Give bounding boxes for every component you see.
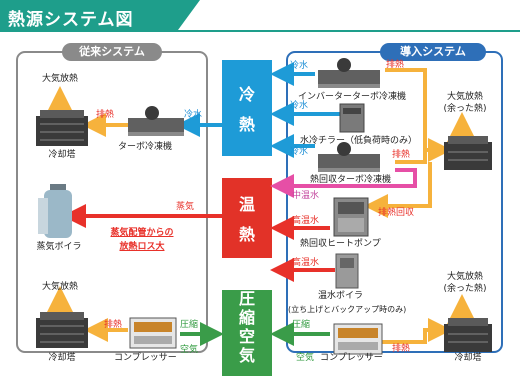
inverter-turbo-label: インバーターターボ冷凍機 [298,92,407,102]
right-compressed-label: 圧縮 [292,320,311,330]
heat-recovery-turbo-icon [318,142,380,172]
right-surplus-1: (余った熱) [443,104,487,114]
cooling-tower-icon [36,312,88,348]
right-air-label: 空気 [296,353,315,363]
left-cooling-tower-1-label: 冷却塔 [48,150,76,160]
water-chiller-label: 水冷チラー（低負荷時のみ） [300,136,418,146]
inverter-turbo-chiller-icon [318,58,380,88]
loss-note-line2: 放熱ロス大 [119,242,165,252]
loss-note-line1: 蒸気配管からの [110,228,174,238]
heat-recovery-turbo-label: 熱回収ターボ冷凍機 [310,175,392,185]
turbo-chiller-icon [128,106,184,136]
left-atmos-release-top: 大気放熱 [41,74,78,84]
left-cold-water: 冷水 [184,110,203,120]
left-exhaust-heat-1: 排熱 [96,110,115,120]
right-surplus-2: (余った熱) [443,284,487,294]
right-cold-water-2: 冷水 [290,101,309,111]
right-panel-header: 導入システム [380,43,486,61]
air-hub [222,290,272,376]
right-exhaust-heat-1: 排熱 [386,60,405,70]
steam-boiler-icon [38,184,72,238]
right-atmos-release-2: 大気放熱 [446,272,483,282]
high-temp-water-2: 高温水 [292,258,320,268]
right-atmos-release-1: 大気放熱 [446,92,483,102]
warm-hub-label-1: 温 [238,195,255,214]
compressor-icon [129,317,177,349]
page-title: 熱源システム図 [8,10,134,30]
water-chiller-icon [339,103,365,133]
right-cold-water-1: 冷水 [290,61,309,71]
cooling-tower-icon [444,318,492,352]
cold-hub-label-1: 冷 [238,85,255,104]
title-bar [0,0,520,34]
air-hub-label-3: 空 [238,327,255,346]
warm-hub-label-2: 熱 [238,225,255,244]
heat-pump-icon [333,197,369,237]
left-panel-header: 従来システム [62,43,162,61]
cold-hub [222,60,272,156]
cooling-tower-icon [36,110,88,146]
backup-note: (立ち上げとバックアップ時のみ) [288,305,407,314]
right-cooling-tower-label: 冷却塔 [454,353,482,363]
air-hub-label-2: 縮 [238,308,255,327]
right-compressor-label: コンプレッサー [320,353,383,363]
left-compressor-label: コンプレッサー [114,353,177,363]
right-exhaust-heat-2: 排熱 [392,150,411,160]
air-hub-label-1: 圧 [238,289,255,308]
left-steam-label: 蒸気 [176,202,195,212]
left-compressed-label: 圧縮 [180,320,199,330]
heat-pump-label: 熱回収ヒートポンプ [300,239,381,249]
high-temp-water-1: 高温水 [292,216,320,226]
left-atmos-release-bottom: 大気放熱 [41,282,78,292]
hot-water-boiler-label: 温水ボイラ [318,291,364,301]
warm-hub [222,178,272,258]
cooling-tower-icon [444,136,492,170]
right-exhaust-heat-3: 排熱 [392,344,411,354]
compressor-icon [333,323,383,355]
left-turbo-chiller-label: ターボ冷凍機 [118,142,173,152]
cold-hub-label-2: 熱 [238,115,255,134]
hot-water-boiler-icon [335,253,359,289]
left-air-label: 空気 [180,345,199,355]
right-cold-water-3: 冷水 [290,147,309,157]
exhaust-recovery-label: 排熱回収 [378,208,415,218]
mid-temp-water-label: 中温水 [292,191,320,201]
steam-boiler-label: 蒸気ボイラ [36,242,82,252]
air-hub-label-4: 気 [238,346,255,365]
left-exhaust-heat-2: 排熱 [104,320,123,330]
left-cooling-tower-2-label: 冷却塔 [48,353,76,363]
